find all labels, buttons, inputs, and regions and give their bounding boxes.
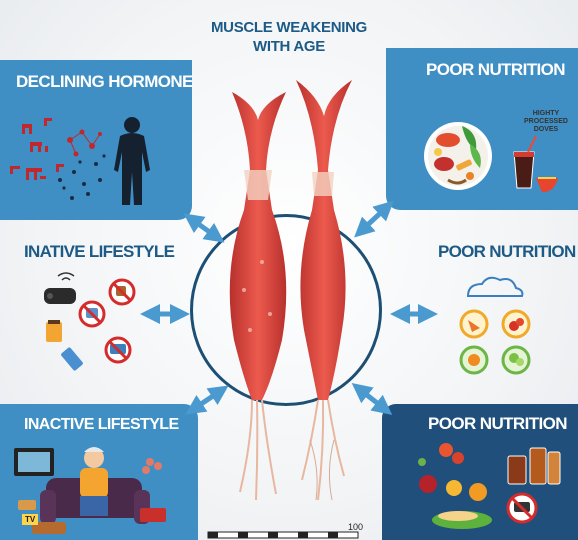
scale-value: 100: [348, 522, 364, 532]
no-snacks-icon: [108, 278, 136, 306]
panel-poor-nutrition-bottom: POOR NUTRITION: [382, 404, 578, 540]
healthy-muscle-icon: [229, 92, 287, 501]
panel-inactive-lifestyle: INACTIVE LIFESTYLE TV: [0, 404, 198, 540]
central-circle: [190, 214, 382, 406]
arrow-top-right: [354, 200, 394, 238]
inactive-objects-icon: [44, 272, 136, 371]
game-controller-icon: [44, 272, 76, 304]
nutrition-icons-grid: [459, 276, 531, 375]
diagram-title: MUSCLE WEAKENING WITH AGE: [0, 18, 578, 56]
carrot-snack-icon: [459, 309, 489, 339]
remote-icon: [61, 347, 83, 371]
drink-cup-icon: [46, 320, 62, 342]
no-exercise-icon: [78, 300, 106, 328]
label-inative-lifestyle: INATIVE LIFESTYLE: [24, 242, 175, 261]
processed-food-label: HIGHTY PROCESSED DOVES: [524, 110, 568, 133]
television-icon: [14, 448, 54, 476]
scale-bar: [207, 531, 359, 539]
soda-and-fruit-icon: [513, 135, 558, 193]
elderly-person-icon: [80, 447, 108, 516]
panel-label-declining-hormones: DECLINING HORMONES: [16, 72, 192, 91]
panel-label-inactive-lifestyle: INACTIVE LIFESTYLE: [24, 416, 179, 433]
panel-label-poor-nutrition-top: POOR NUTRITION: [426, 60, 566, 79]
couch-scene-icon: [14, 447, 166, 534]
food-plate-icon: [424, 122, 492, 190]
arrow-top-left: [183, 213, 225, 243]
cloud-icon: [466, 276, 524, 297]
panel-poor-nutrition-top: POOR NUTRITION HIGHTY PROCESSED DOVES: [386, 48, 578, 210]
title-line-1: MUSCLE WEAKENING: [210, 19, 368, 36]
title-line-2: WITH AGE: [252, 38, 326, 55]
arrow-bottom-right: [351, 383, 393, 415]
label-poor-nutrition-mid: POOR NUTRITION: [438, 242, 576, 261]
elderly-man-silhouette-icon: [114, 117, 150, 205]
no-junk-food-icon: [506, 492, 538, 524]
tv-box-label: TV: [22, 514, 39, 525]
weakened-muscle-icon: [296, 80, 352, 501]
no-couch-icon: [104, 336, 132, 364]
arrow-bottom-left: [185, 385, 229, 415]
orange-icon: [459, 345, 489, 375]
snacks-icon: [18, 458, 166, 534]
hormone-molecules-icon: [10, 117, 150, 205]
greens-icon: [501, 345, 531, 375]
tomato-icon: [501, 309, 531, 339]
unhealthy-food-icon: [418, 443, 561, 529]
panel-label-poor-nutrition-bottom: POOR NUTRITION: [428, 414, 568, 433]
panel-declining-hormones: DECLINING HORMONES: [0, 60, 192, 220]
